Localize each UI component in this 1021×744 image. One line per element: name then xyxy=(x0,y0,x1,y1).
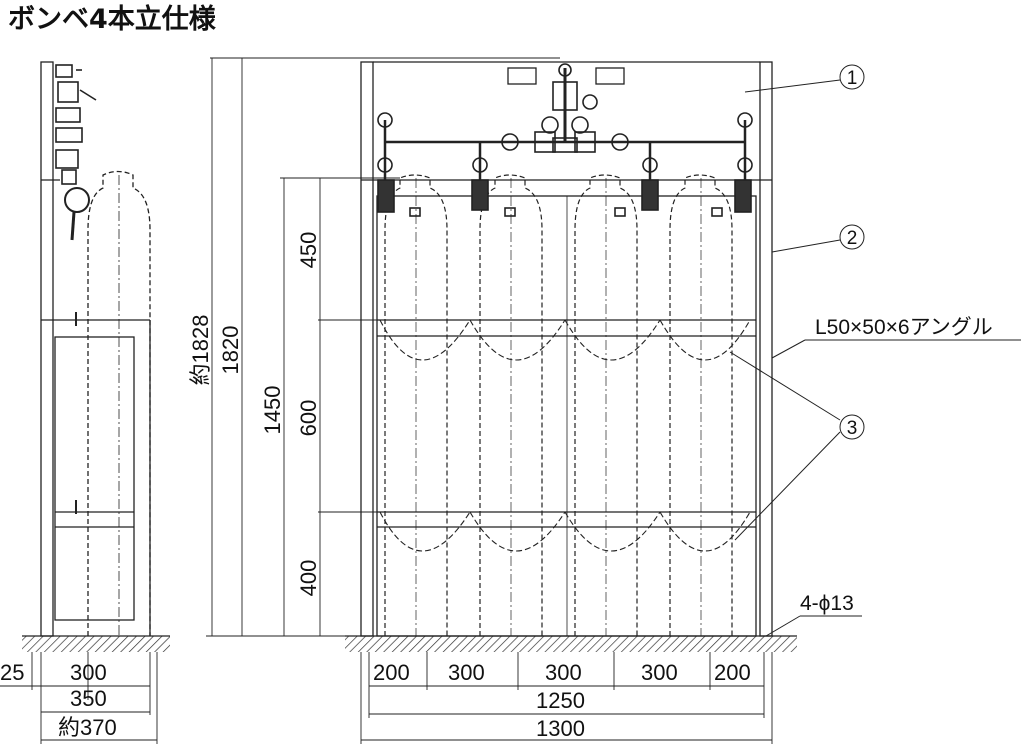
callout-1: 1 xyxy=(847,68,858,89)
cylinder-3 xyxy=(574,174,638,636)
dim-side-offset: 25 xyxy=(0,660,24,685)
dim-approx-1828: 約1828 xyxy=(188,315,213,386)
side-view xyxy=(22,61,170,652)
dim-side-300: 300 xyxy=(70,660,107,685)
dim-450: 450 xyxy=(296,232,321,269)
side-valve-stack xyxy=(55,64,97,241)
manifold-assembly xyxy=(377,63,753,217)
dim-side-370: 約370 xyxy=(58,715,117,740)
angle-label: L50×50×6アングル xyxy=(815,316,993,339)
dim-front-1250: 1250 xyxy=(536,688,585,713)
dim-front-300-a: 300 xyxy=(448,660,485,685)
ground-hatch-side xyxy=(22,636,170,652)
dim-front-200-right: 200 xyxy=(714,660,751,685)
callout-3: 3 xyxy=(847,418,858,439)
page-title: ボンベ4本立仕様 xyxy=(8,3,217,35)
dim-400: 400 xyxy=(296,560,321,597)
dim-1450: 1450 xyxy=(260,386,285,435)
dim-front-300-b: 300 xyxy=(545,660,582,685)
dim-front-1300: 1300 xyxy=(536,716,585,741)
dim-front-200-left: 200 xyxy=(373,660,410,685)
dim-front-300-c: 300 xyxy=(641,660,678,685)
dim-side-350: 350 xyxy=(70,686,107,711)
hole-label: 4-ϕ13 xyxy=(800,592,854,615)
dim-1820: 1820 xyxy=(218,326,243,375)
callout-2: 2 xyxy=(847,228,858,249)
front-cylinders xyxy=(384,174,733,636)
front-view xyxy=(345,61,797,652)
callout-leaders xyxy=(729,64,1021,637)
side-dimensions xyxy=(0,652,158,744)
cylinder-1 xyxy=(384,174,448,636)
front-dimensions xyxy=(360,652,773,744)
cylinder-4 xyxy=(669,174,733,636)
dim-600: 600 xyxy=(296,400,321,437)
ground-hatch-front xyxy=(345,636,797,652)
vertical-dimension-lines xyxy=(206,57,560,637)
cylinder-chains xyxy=(379,319,751,552)
cylinder-2 xyxy=(479,174,543,636)
